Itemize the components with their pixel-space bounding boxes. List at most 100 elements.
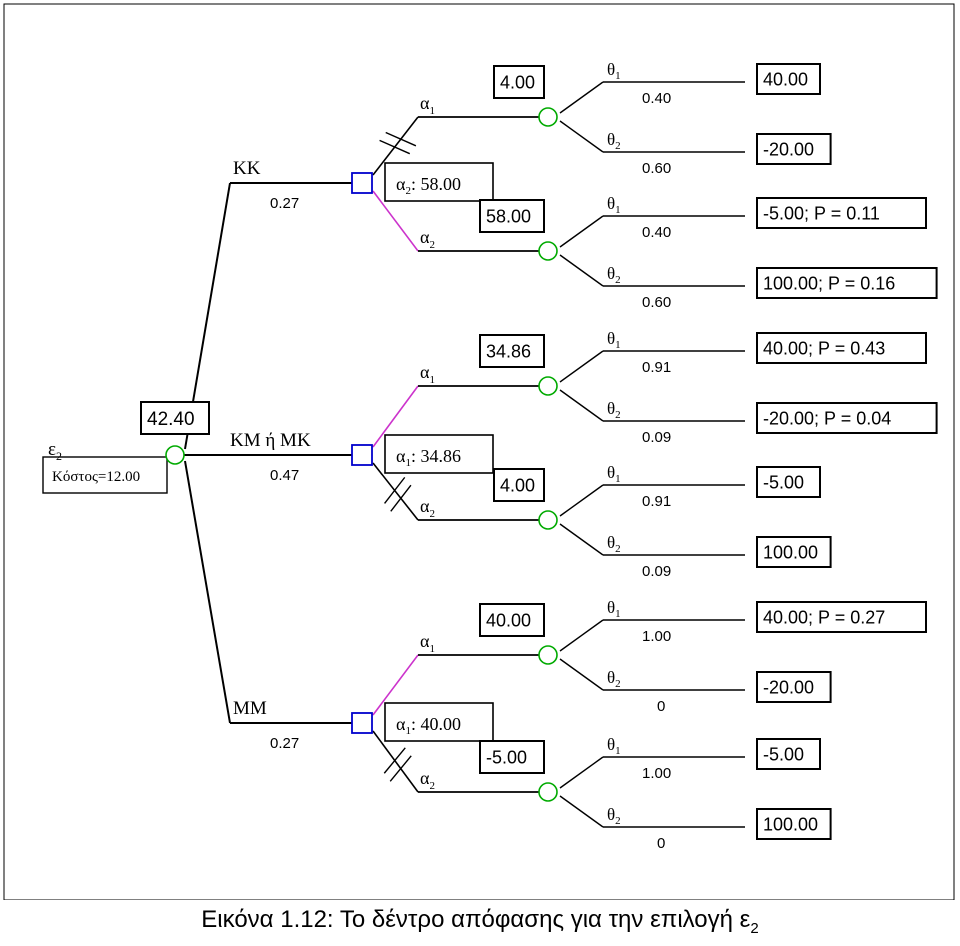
payoff-3-1-2-box [756,671,832,703]
root-value: 42.40 [147,409,195,430]
root-value-box [140,401,210,435]
outcome-2-1-1-diag [559,350,604,383]
outcome-3-1-2-label: θ2 [607,668,621,690]
outcome-3-1-1-label: θ1 [607,598,621,620]
payoff-1-1-2: -20.00 [763,139,814,159]
payoff-2-2-1-box [756,466,821,498]
chance-node-2-2 [538,510,558,530]
value-3-2-box [479,740,545,774]
outcome-1-2-1-label: θ1 [607,194,621,216]
outcome-3-1-2-prob: 0 [657,698,665,715]
decision-node-1 [351,172,373,194]
chance-node-1-2 [538,241,558,261]
payoff-1-1-1: 40.00 [763,69,808,89]
branch-3-prob: 0.27 [270,735,299,752]
branch-1-prob: 0.27 [270,195,299,212]
figure-caption-subscript: 2 [750,919,759,937]
payoff-3-1-1-box [756,601,927,633]
root-cost-label: Κόστος=12.00 [52,469,140,485]
value-1-1: 4.00 [500,72,535,92]
payoff-2-2-2: 100.00 [763,542,818,562]
outcome-3-1-1-diag [559,619,604,652]
branch-3-label: ΜΜ [233,698,267,719]
payoff-2-2-2-box [756,536,832,568]
outcome-1-1-2-diag [559,120,604,153]
outcome-1-2-2-label: θ2 [607,264,621,286]
branch-3-diag [184,460,231,724]
outcome-3-2-1-prob: 1.00 [642,765,671,782]
outcome-3-1-1-prob: 1.00 [642,628,671,645]
chance-node-2-1 [538,376,558,396]
action-3-1-label: α1 [420,631,435,655]
diagram-frame [3,3,955,900]
action-1-2-diag [372,190,419,252]
payoff-1-1-1-box [756,63,821,95]
tree-nodes [42,63,938,840]
outcome-2-2-1-label: θ1 [607,463,621,485]
outcome-2-2-1-prob: 0.91 [642,493,671,510]
payoff-3-1-1: 40.00; P = 0.27 [763,607,885,627]
outcome-1-2-1-prob: 0.40 [642,224,671,241]
action-2-1-diag [372,385,419,448]
payoff-2-1-1-box [756,332,927,364]
outcome-3-2-2-label: θ2 [607,805,621,827]
action-1-1-label: α1 [420,93,435,117]
decision-note-3: α1: 40.00 [396,714,461,737]
outcome-2-1-2-diag [559,389,604,422]
outcome-3-2-1-label: θ1 [607,735,621,757]
outcome-1-2-2-diag [559,254,604,287]
payoff-2-1-1: 40.00; P = 0.43 [763,338,885,358]
prune-mark-1-1-2 [385,131,417,147]
root-cost-box [42,456,168,494]
outcome-1-1-2-prob: 0.60 [642,160,671,177]
outcome-3-1-2-diag [559,658,604,691]
outcome-3-2-2-diag [559,795,604,828]
figure-caption-text: Εικόνα 1.12: Το δέντρο απόφασης για την … [201,906,751,933]
action-2-2-diag [372,462,419,521]
payoff-3-2-1: -5.00 [763,744,804,764]
value-2-2: 4.00 [500,475,535,495]
payoff-2-1-2-box [756,402,938,434]
outcome-2-1-1-prob: 0.91 [642,359,671,376]
payoff-1-1-2-box [756,133,832,165]
action-3-2-label: α2 [420,768,435,792]
action-2-2-label: α2 [420,496,435,520]
prune-mark-3-2-1 [383,747,406,774]
value-1-2: 58.00 [486,206,531,226]
payoff-3-2-1-box [756,738,821,770]
value-2-1-box [479,334,545,368]
payoff-1-2-1-box [756,197,927,229]
branch-2-label: ΚΜ ή ΜΚ [230,430,311,451]
outcome-2-1-2-prob: 0.09 [642,429,671,446]
chance-node-3-1 [538,645,558,665]
figure-caption: Εικόνα 1.12: Το δέντρο απόφασης για την … [0,906,960,937]
prune-mark-3-2-2 [389,755,412,782]
action-3-1-diag [372,654,419,716]
action-1-2-label: α2 [420,227,435,251]
decision-note-2: α1: 34.86 [396,446,461,469]
action-3-2-diag [372,730,419,793]
outcome-3-2-1-diag [559,756,604,789]
payoff-3-1-2: -20.00 [763,677,814,697]
outcome-2-2-1-diag [559,484,604,517]
chance-node-1-1 [538,107,558,127]
branch-2-prob: 0.47 [270,467,299,484]
decision-note-box-3 [384,702,494,742]
outcome-2-2-2-label: θ2 [607,533,621,555]
tree-edges [184,81,745,828]
prune-mark-2-2-2 [390,484,412,512]
outcome-1-1-1-diag [559,81,604,114]
payoff-2-2-1: -5.00 [763,472,804,492]
value-3-1: 40.00 [486,610,531,630]
outcome-1-1-1-prob: 0.40 [642,90,671,107]
payoff-2-1-2: -20.00; P = 0.04 [763,408,891,428]
outcome-2-2-2-prob: 0.09 [642,563,671,580]
value-2-2-box [493,468,545,502]
payoff-1-2-2: 100.00; P = 0.16 [763,273,895,293]
outcome-3-2-2-prob: 0 [657,835,665,852]
outcome-1-2-2-prob: 0.60 [642,294,671,311]
value-3-1-box [479,603,545,637]
value-2-1: 34.86 [486,341,531,361]
